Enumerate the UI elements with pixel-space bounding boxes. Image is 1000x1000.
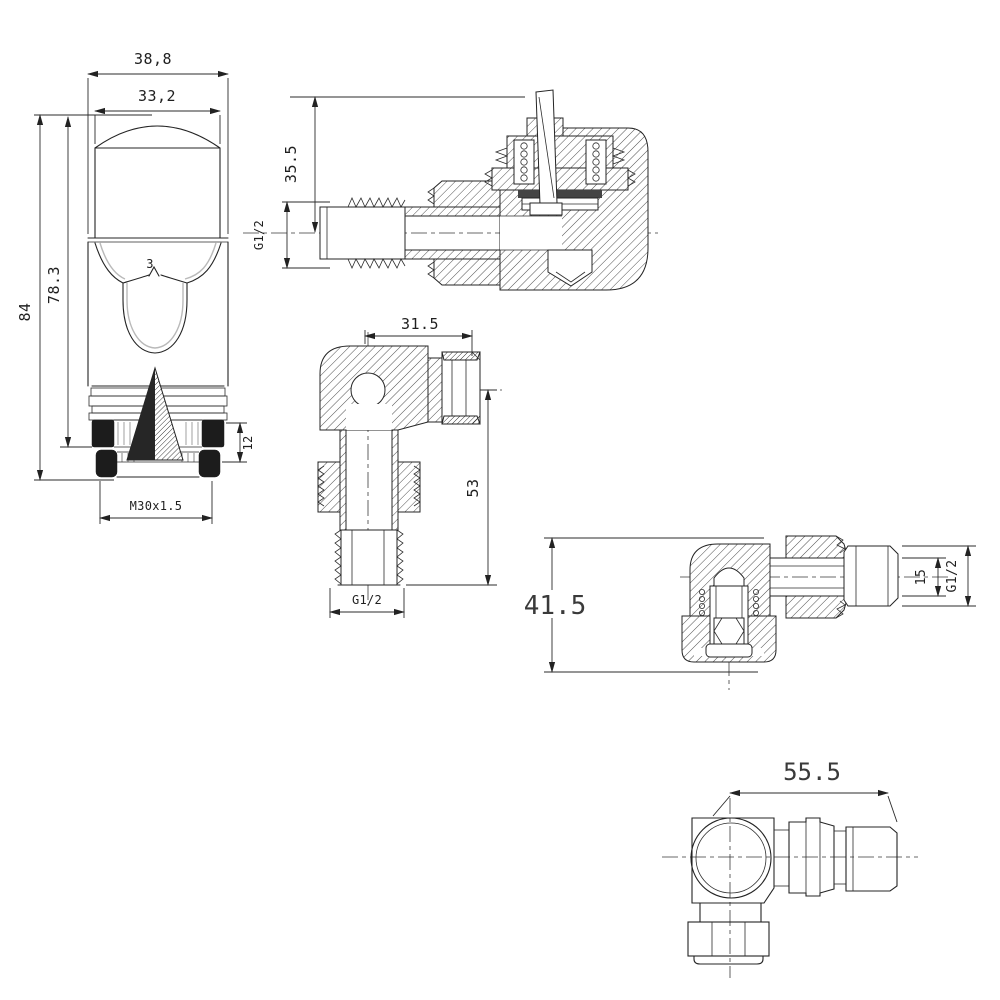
view-elbow-body-section: 31.5 53 G1/2 bbox=[317, 315, 502, 618]
dim-overall-width-label: 55.5 bbox=[783, 758, 841, 786]
dim-elbow-tail-thread: G1/2 bbox=[329, 588, 405, 618]
tail-pipe-branch bbox=[317, 429, 421, 586]
compression-nut-bottom bbox=[785, 595, 849, 619]
spring-coils bbox=[520, 142, 600, 182]
side-outlet-pipe bbox=[769, 535, 899, 619]
view-valve-outline: 55.5 bbox=[662, 758, 918, 978]
dim-elbow-axis-to-outlet: 31.5 bbox=[364, 315, 473, 356]
view-side-valve-section: 41.5 15 G1/2 bbox=[524, 535, 976, 690]
dim-pipe-diameter-label: 15 bbox=[914, 569, 929, 585]
spring-chamber-right bbox=[585, 139, 607, 185]
dim-elbow-height-label: 53 bbox=[464, 478, 482, 497]
setting-number-label: 3 bbox=[146, 257, 154, 271]
dim-pipe-diameter: 15 bbox=[902, 557, 946, 597]
dim-axis-to-outlet-label: 31.5 bbox=[401, 315, 439, 333]
dim-body-height-label: 78.3 bbox=[45, 266, 63, 304]
dim-head-grip-height: 12 bbox=[222, 422, 255, 463]
head-dome bbox=[94, 125, 221, 149]
dim-grip-height-label: 12 bbox=[241, 435, 255, 450]
dim-head-outer-width: 38,8 bbox=[87, 50, 229, 234]
dim-inlet-thread-label: G1/2 bbox=[252, 220, 266, 250]
dim-side-height-label: 41.5 bbox=[524, 591, 587, 621]
dim-tail-thread-label: G1/2 bbox=[352, 593, 382, 607]
spindle-bore-hole bbox=[350, 372, 386, 408]
dim-valve-inlet-thread: G1/2 bbox=[252, 201, 330, 269]
compression-nut-top bbox=[785, 535, 849, 559]
dim-connection-thread-label: M30x1.5 bbox=[130, 499, 183, 513]
dim-axis-to-top-label: 35.5 bbox=[282, 145, 300, 183]
head-grip-window bbox=[94, 242, 222, 354]
side-springs bbox=[699, 589, 760, 617]
valve-bonnet-section bbox=[484, 117, 636, 211]
spring-chamber-left bbox=[513, 139, 535, 185]
insert-dome bbox=[713, 567, 745, 587]
valve-spindle bbox=[529, 89, 563, 216]
dim-elbow-height: 53 bbox=[406, 389, 497, 586]
head-pointer-triangle bbox=[126, 366, 184, 461]
dim-side-outlet-thread: G1/2 bbox=[902, 545, 976, 607]
dim-side-outlet-thread-label: G1/2 bbox=[945, 560, 960, 593]
packing-seal bbox=[518, 190, 602, 198]
dim-cap-width-label: 33,2 bbox=[138, 87, 176, 105]
outline-body bbox=[690, 817, 790, 904]
outline-union-nut bbox=[788, 817, 835, 897]
outlet-adapter bbox=[843, 545, 899, 607]
dim-total-height-label: 84 bbox=[16, 302, 34, 321]
outline-adapter bbox=[833, 826, 898, 892]
view-angle-valve-section: 35.5 G1/2 bbox=[243, 89, 658, 291]
dim-valve-axis-to-top: 35.5 bbox=[282, 96, 525, 233]
dim-outline-overall-width: 55.5 bbox=[712, 758, 898, 823]
setting-notch bbox=[148, 265, 160, 277]
insert-hex bbox=[713, 617, 745, 645]
dim-head-connection-thread: M30x1.5 bbox=[99, 481, 213, 524]
union-nut-section bbox=[427, 180, 501, 286]
insert-foot bbox=[705, 643, 753, 658]
dim-side-height: 41.5 bbox=[524, 537, 764, 673]
view-trv-head-front: 3 bbox=[16, 50, 255, 524]
elbow-body-mass bbox=[319, 345, 429, 431]
side-valve-body bbox=[681, 543, 777, 663]
outline-bottom-branch bbox=[687, 902, 770, 965]
dim-head-cap-width: 33,2 bbox=[94, 87, 221, 144]
dim-outer-width-label: 38,8 bbox=[134, 50, 172, 68]
dim-head-total-height: 84 bbox=[16, 114, 152, 481]
valve-seat-tail bbox=[547, 249, 593, 287]
outlet-compression-fitting bbox=[427, 351, 481, 425]
dim-head-body-height: 78.3 bbox=[45, 116, 92, 448]
